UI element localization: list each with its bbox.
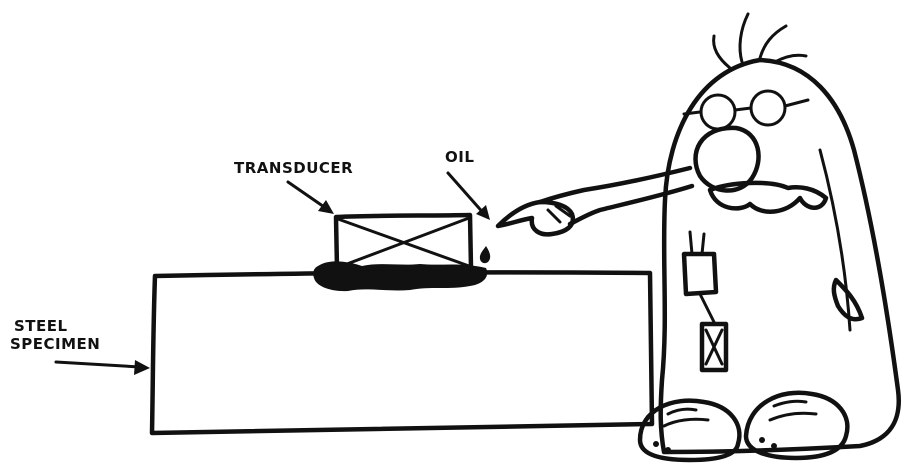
transducer-arrow-icon (286, 180, 334, 214)
specimen-label-line2: SPECIMEN (10, 335, 100, 353)
transducer (333, 212, 474, 272)
specimen-label-line1: STEEL (14, 317, 68, 335)
steel-specimen (149, 270, 655, 436)
oil-drop-icon (479, 246, 491, 264)
specimen-arrow-icon (54, 360, 150, 375)
transducer-label: TRANSDUCER (234, 159, 353, 177)
oil-label: OIL (445, 148, 474, 166)
scientist-cartoon (495, 12, 901, 463)
oil-arrow-icon (446, 171, 490, 220)
